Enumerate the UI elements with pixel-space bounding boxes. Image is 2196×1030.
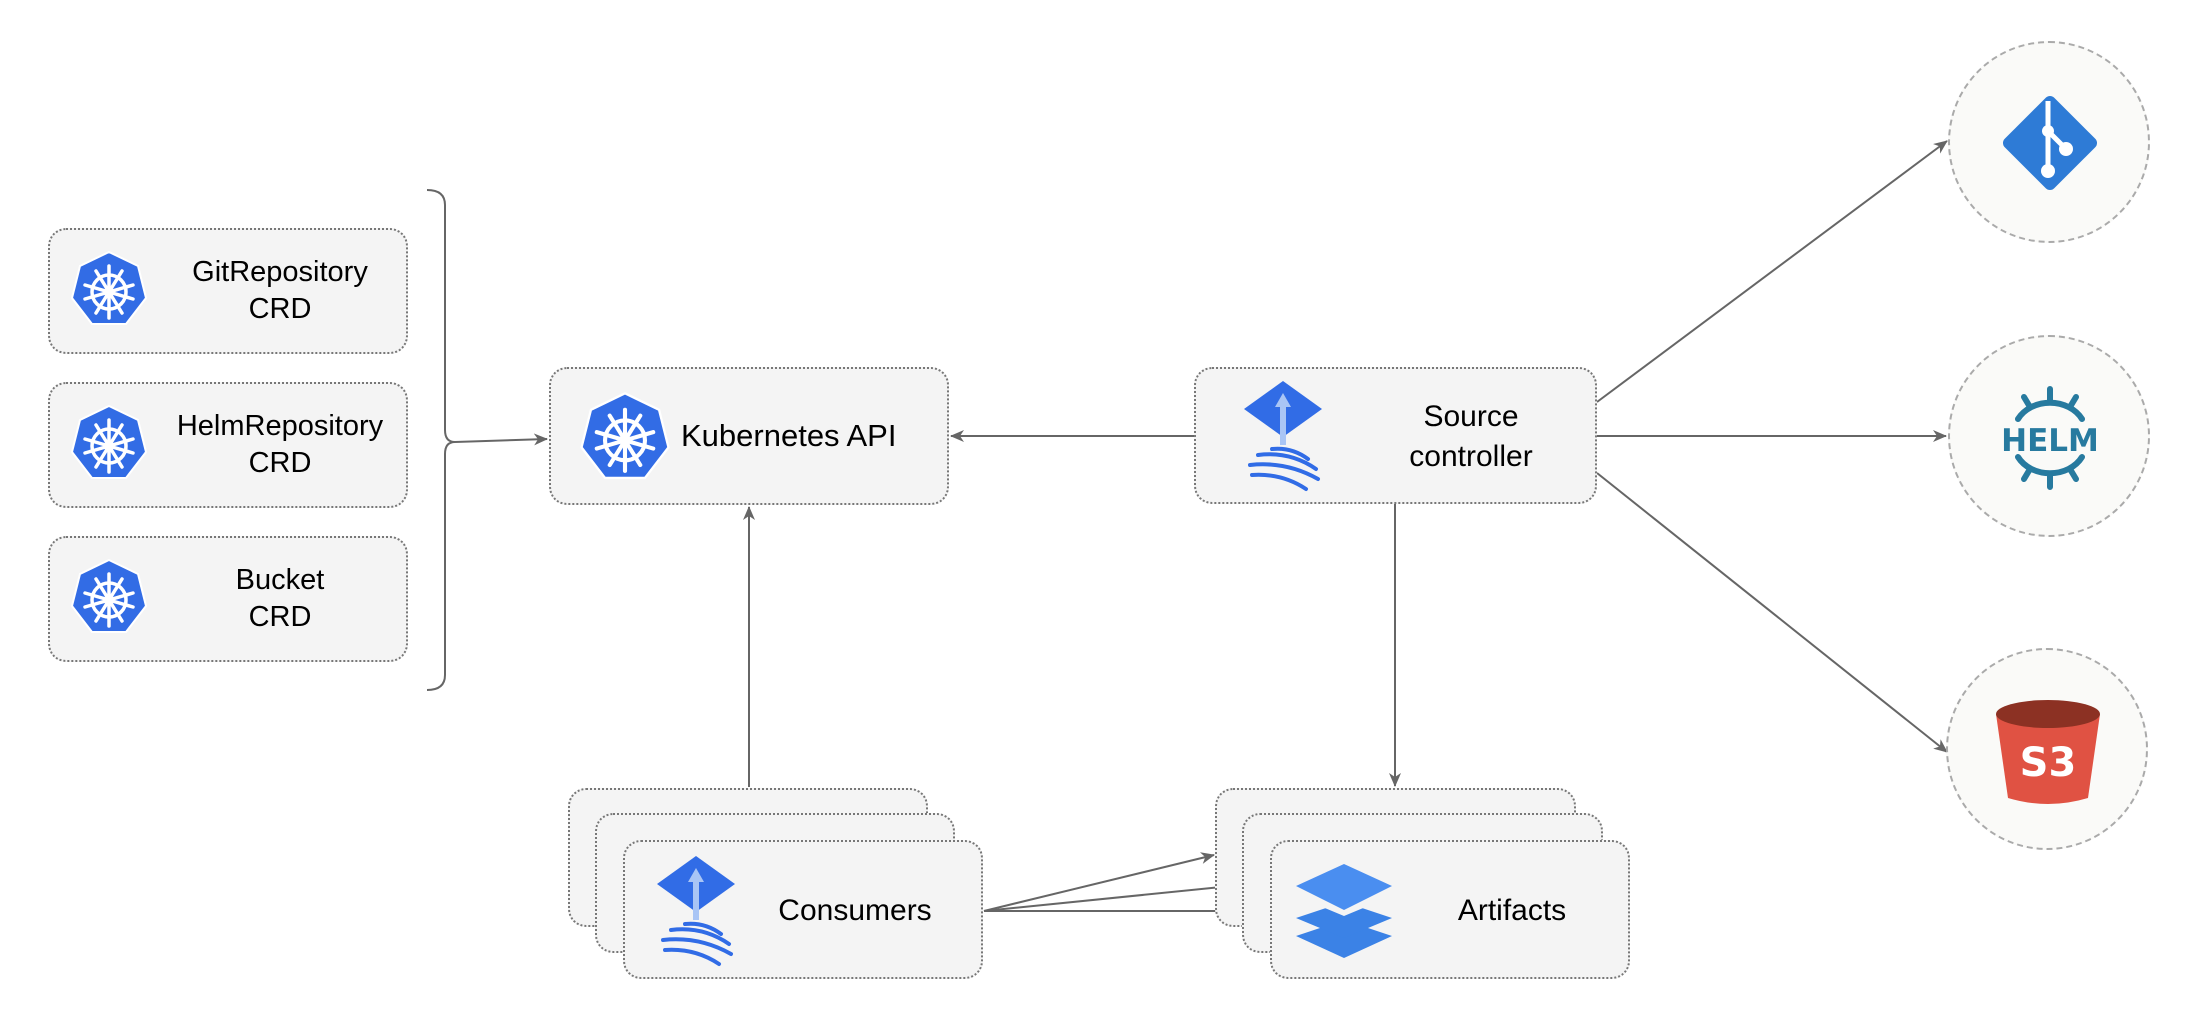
artifacts-box[interactable]: Artifacts [1270,840,1630,979]
source-controller-line1: Source [1423,400,1519,433]
kubernetes-icon [70,558,148,638]
source-controller-box[interactable]: Source controller [1194,367,1597,504]
helm-text: HELM [2001,423,2099,459]
arrow-consumers-to-artifacts-2 [983,880,1242,912]
flux-icon [1242,379,1324,495]
crd-label-line2: CRD [248,293,312,325]
source-controller-line2: controller [1409,440,1533,473]
arrow-source-to-git [1596,140,1948,403]
crd-label-line1: HelmRepository [176,410,384,442]
kubernetes-icon [70,250,148,330]
flux-icon [655,854,737,970]
crd-label-line2: CRD [248,447,312,479]
s3-source-circle[interactable]: S3 [1946,648,2148,850]
git-icon [2002,95,2098,191]
helm-source-circle[interactable]: HELM [1948,335,2150,537]
crd-label-line1: Bucket [235,564,325,596]
arrow-crds-to-k8s [454,433,548,446]
crd-label-line1: GitRepository [192,256,368,288]
kubernetes-icon [70,404,148,484]
arrow-source-to-s3 [1596,472,1948,753]
crd-label-line2: CRD [248,601,312,633]
helm-icon: HELM [2001,386,2099,490]
kubernetes-api-box[interactable]: Kubernetes API [549,367,949,505]
layers-icon [1296,864,1392,958]
crd-brace [426,189,456,691]
s3-text: S3 [2020,740,2077,786]
kubernetes-api-label: Kubernetes API [681,418,897,453]
arrow-consumers-to-artifacts-1 [983,852,1215,912]
s3-bucket-icon: S3 [1996,700,2100,804]
git-source-circle[interactable] [1948,41,2150,243]
consumers-label: Consumers [778,894,932,927]
artifacts-label: Artifacts [1457,894,1567,927]
kubernetes-icon [579,391,671,485]
consumers-box[interactable]: Consumers [623,840,983,979]
